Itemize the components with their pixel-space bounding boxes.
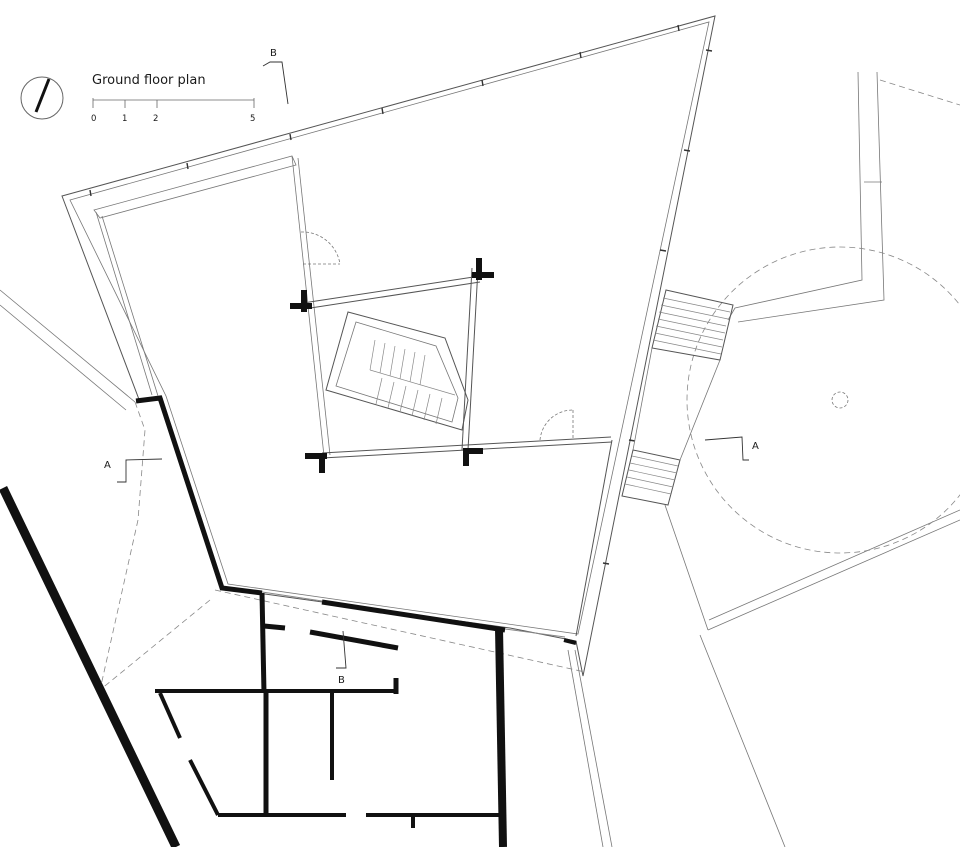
svg-text:A: A bbox=[104, 460, 111, 471]
building-outer-walls bbox=[61, 15, 716, 677]
section-marker-b-bottom: B bbox=[336, 630, 347, 686]
scale-tick-0: 0 bbox=[91, 114, 96, 124]
section-marker-a-right: A bbox=[704, 436, 759, 461]
north-arrow-icon bbox=[20, 76, 64, 120]
dashed-boundary-lines bbox=[99, 79, 960, 691]
section-marker-b-top: B bbox=[262, 48, 289, 105]
section-marker-a-left: A bbox=[104, 458, 163, 483]
svg-text:B: B bbox=[270, 48, 277, 59]
south-annex-walls bbox=[155, 592, 500, 828]
plan-title: Ground floor plan bbox=[92, 73, 206, 88]
scale-tick-1: 1 bbox=[122, 114, 127, 124]
scale-tick-2: 2 bbox=[153, 114, 158, 124]
opening-marks bbox=[261, 591, 566, 638]
svg-text:B: B bbox=[338, 675, 345, 686]
scale-bar: 0 1 2 5 bbox=[91, 98, 255, 124]
site-context-lines bbox=[0, 71, 960, 847]
scale-tick-5: 5 bbox=[250, 114, 255, 124]
central-core bbox=[290, 258, 613, 637]
svg-text:A: A bbox=[752, 441, 759, 452]
heavy-structural-walls bbox=[0, 395, 577, 847]
exterior-steps bbox=[621, 289, 734, 506]
stair-core bbox=[325, 311, 469, 431]
